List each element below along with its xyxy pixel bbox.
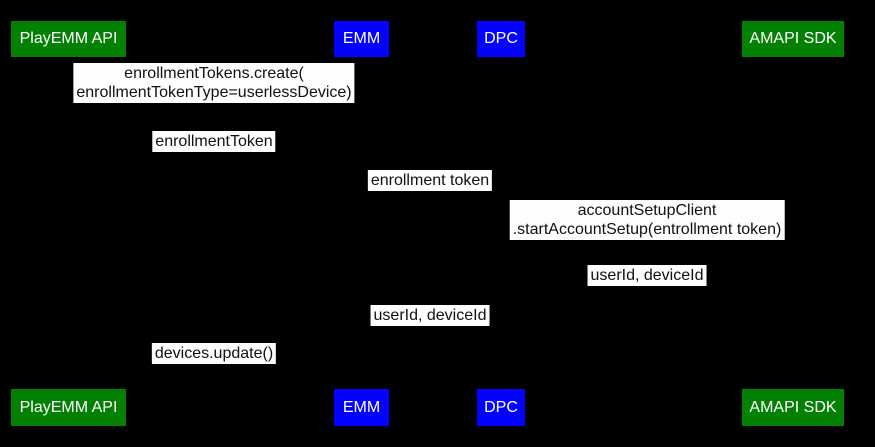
actor-emm-bottom: EMM	[334, 389, 389, 426]
message-text-line: enrollmentTokens.create(	[124, 65, 304, 82]
message-text-line: userId, deviceId	[590, 267, 704, 284]
actor-amapi-sdk-bottom: AMAPI SDK	[742, 389, 844, 426]
message-dpc-to-amapi-sdk: accountSetupClient .startAccountSetup(ent…	[509, 200, 785, 240]
actor-label: EMM	[342, 30, 381, 47]
actor-label: AMAPI SDK	[749, 30, 837, 47]
actor-playemm-api-top: PlayEMM API	[11, 21, 126, 57]
actor-dpc-top: DPC	[477, 21, 525, 57]
actor-label: PlayEMM API	[19, 398, 118, 416]
actor-label: EMM	[342, 398, 381, 416]
actor-dpc-bottom: DPC	[477, 389, 525, 426]
lifeline-amapi-sdk	[793, 57, 794, 389]
message-text-line: enrollmentTokenType=userlessDevice)	[76, 84, 352, 101]
lifeline-playemm-api	[68, 57, 70, 389]
message-text-line: enrollmentToken	[155, 133, 273, 150]
message-text-line: enrollment token	[370, 172, 490, 189]
actor-label: DPC	[484, 398, 518, 416]
message-emm-to-playemm-api: enrollmentTokens.create( enrollmentTokenT…	[73, 63, 355, 103]
actor-amapi-sdk-top: AMAPI SDK	[742, 21, 844, 57]
actor-label: DPC	[484, 30, 518, 47]
actor-emm-top: EMM	[334, 21, 389, 57]
message-text-line: .startAccountSetup(entrollment token)	[512, 221, 782, 238]
lifeline-emm	[361, 57, 363, 389]
message-emm-to-playemm-api: devices.update()	[151, 343, 277, 364]
message-playemm-api-to-emm: enrollmentToken	[152, 131, 276, 152]
message-emm-to-dpc: enrollment token	[367, 170, 493, 191]
message-text-line: accountSetupClient	[577, 202, 717, 219]
actor-label: PlayEMM API	[19, 30, 118, 47]
message-amapi-sdk-to-dpc: userId, deviceId	[587, 265, 707, 286]
lifeline-dpc	[501, 57, 502, 389]
actor-playemm-api-bottom: PlayEMM API	[11, 389, 126, 426]
actor-label: AMAPI SDK	[749, 398, 837, 416]
message-text-line: userId, deviceId	[373, 307, 487, 324]
message-text-line: devices.update()	[154, 345, 274, 362]
message-dpc-to-emm: userId, deviceId	[370, 305, 490, 326]
